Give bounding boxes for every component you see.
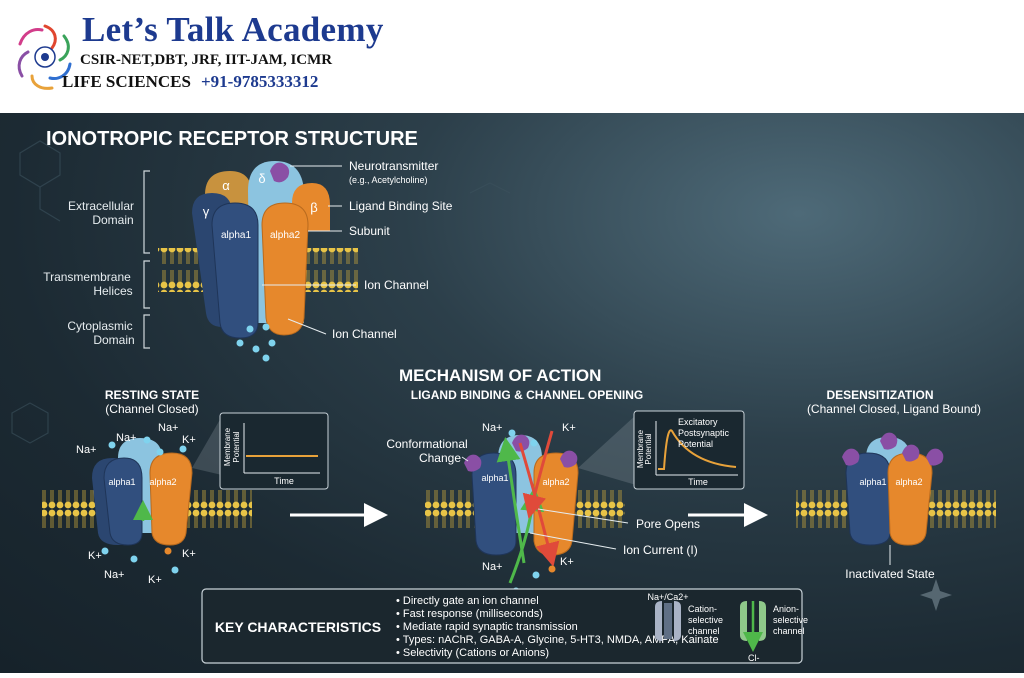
sparkle-icon — [920, 579, 952, 611]
domain-transmembrane-2: Helices — [93, 284, 132, 298]
ionotropic-diagram: IONOTROPIC RECEPTOR STRUCTURE Extracellu… — [11, 128, 996, 664]
academy-name: Let’s Talk Academy — [82, 10, 384, 49]
binding-ion-na-top: Na+ — [482, 422, 503, 434]
callout-ligand-binding-site: Ligand Binding Site — [349, 199, 453, 213]
key-bullet-4: • Types: nAChR, GABA-A, Glycine, 5-HT3, … — [396, 634, 719, 646]
domain-extracellular-2: Domain — [92, 213, 133, 227]
binding-graph-xlabel: Time — [688, 477, 708, 487]
header: Let’s Talk Academy CSIR-NET,DBT, JRF, II… — [0, 0, 1024, 113]
receptor-resting — [92, 438, 193, 546]
binding-zoom-cone — [578, 415, 636, 485]
conformational-change-1: Conformational — [386, 437, 467, 451]
binding-graph-ylabel-1: Membrane — [636, 429, 645, 468]
resting-graph-ylabel-2: Potential — [232, 431, 241, 462]
pore-opens-label: Pore Opens — [636, 517, 700, 531]
resting-ion-k-2: K+ — [88, 550, 102, 562]
callout-neurotransmitter: Neurotransmitter — [349, 159, 438, 173]
cation-label-1: Cation- — [688, 604, 717, 614]
phone-number: +91-9785333312 — [200, 72, 319, 91]
structure-heading: IONOTROPIC RECEPTOR STRUCTURE — [46, 128, 418, 150]
subject-label: LIFE SCIENCES — [62, 72, 191, 91]
key-bullet-2: • Fast response (milliseconds) — [396, 608, 543, 620]
subunit-alpha1: alpha1 — [221, 230, 251, 241]
receptor-binding — [464, 429, 579, 595]
binding-ion-k-bottom: K+ — [560, 556, 574, 568]
diagram-panel: IONOTROPIC RECEPTOR STRUCTURE Extracellu… — [0, 113, 1024, 673]
subunit-gamma: γ — [203, 204, 210, 219]
resting-ion-k-3: K+ — [182, 548, 196, 560]
binding-ion-na-bottom: Na+ — [482, 561, 503, 573]
domain-transmembrane-1: Transmembrane — [43, 270, 131, 284]
resting-ion-na-1: Na+ — [116, 432, 137, 444]
resting-alpha1: alpha1 — [108, 477, 135, 487]
resting-ions-markers — [101, 436, 187, 574]
desens-title: DESENSITIZATION — [826, 388, 933, 402]
binding-title: LIGAND BINDING & CHANNEL OPENING — [411, 388, 643, 402]
anion-channel-icon — [740, 601, 766, 652]
resting-graph-box — [219, 412, 329, 490]
binding-graph-ylabel-2: Potential — [644, 433, 653, 464]
ion-current-label: Ion Current (I) — [623, 543, 698, 557]
callout-ion-channel-1: Ion Channel — [364, 278, 429, 292]
key-title: KEY CHARACTERISTICS — [215, 619, 381, 635]
subunit-alpha-greek: α — [222, 178, 230, 193]
desens-alpha2: alpha2 — [895, 477, 922, 487]
binding-ion-k-top: K+ — [562, 422, 576, 434]
resting-ion-na-4: Na+ — [104, 569, 125, 581]
epsp-label-2: Postsynaptic — [678, 428, 730, 438]
resting-zoom-cone — [192, 416, 222, 475]
resting-graph-xlabel: Time — [274, 476, 294, 486]
resting-ion-na-3: Na+ — [158, 422, 179, 434]
subject-line: LIFE SCIENCES +91-9785333312 — [62, 72, 318, 92]
desens-alpha1: alpha1 — [859, 477, 886, 487]
exam-list: CSIR-NET,DBT, JRF, IIT-JAM, ICMR — [80, 52, 333, 68]
resting-ion-k-4: K+ — [148, 574, 162, 586]
epsp-label-1: Excitatory — [678, 417, 718, 427]
key-bullet-1: • Directly gate an ion channel — [396, 595, 539, 607]
current-callout-line — [529, 532, 617, 550]
key-bullet-3: • Mediate rapid synaptic transmission — [396, 621, 578, 633]
receptor-large — [192, 161, 330, 362]
subunit-alpha2: alpha2 — [270, 230, 300, 241]
academy-logo — [17, 24, 72, 90]
subunit-delta: δ — [258, 171, 265, 186]
domain-brackets — [143, 170, 150, 349]
resting-graph-ylabel-1: Membrane — [223, 427, 232, 466]
anion-label-3: channel — [773, 626, 805, 636]
anion-label-2: selective — [773, 615, 808, 625]
key-bullet-5: • Selectivity (Cations or Anions) — [396, 647, 549, 659]
mechanism-heading: MECHANISM OF ACTION — [399, 366, 601, 385]
binding-alpha1: alpha1 — [481, 473, 508, 483]
resting-ion-na-2: Na+ — [76, 444, 97, 456]
domain-cytoplasmic-2: Domain — [93, 333, 134, 347]
inactivated-state-label: Inactivated State — [845, 567, 935, 581]
anion-ion-label: Cl- — [748, 653, 760, 663]
domain-cytoplasmic-1: Cytoplasmic — [67, 319, 132, 333]
cation-channel-icon — [655, 601, 681, 641]
callout-neurotransmitter-example: (e.g., Acetylcholine) — [349, 175, 428, 185]
anion-label-1: Anion- — [773, 604, 799, 614]
callout-ion-channel-2: Ion Channel — [332, 327, 397, 341]
cation-label-3: channel — [688, 626, 720, 636]
callout-subunit: Subunit — [349, 224, 390, 238]
conformational-callout-line — [461, 456, 469, 462]
resting-subtitle: (Channel Closed) — [105, 402, 198, 416]
resting-ion-k-1: K+ — [182, 434, 196, 446]
background-decoration — [11, 140, 511, 444]
subunit-beta: β — [310, 200, 317, 215]
resting-title: RESTING STATE — [105, 388, 199, 402]
domain-extracellular-1: Extracellular — [68, 199, 134, 213]
epsp-label-3: Potential — [678, 439, 713, 449]
desens-subtitle: (Channel Closed, Ligand Bound) — [807, 402, 981, 416]
cation-ions-label: Na+/Ca2+ — [647, 592, 688, 602]
epsp-trace — [658, 429, 737, 470]
receptor-desensitized — [842, 432, 944, 565]
structure-callout-lines — [262, 165, 356, 335]
cation-label-2: selective — [688, 615, 723, 625]
resting-alpha2: alpha2 — [149, 477, 176, 487]
key-characteristics-box — [201, 588, 803, 664]
binding-alpha2: alpha2 — [542, 477, 569, 487]
conformational-change-2: Change — [419, 451, 461, 465]
pore-callout-line — [537, 508, 629, 524]
